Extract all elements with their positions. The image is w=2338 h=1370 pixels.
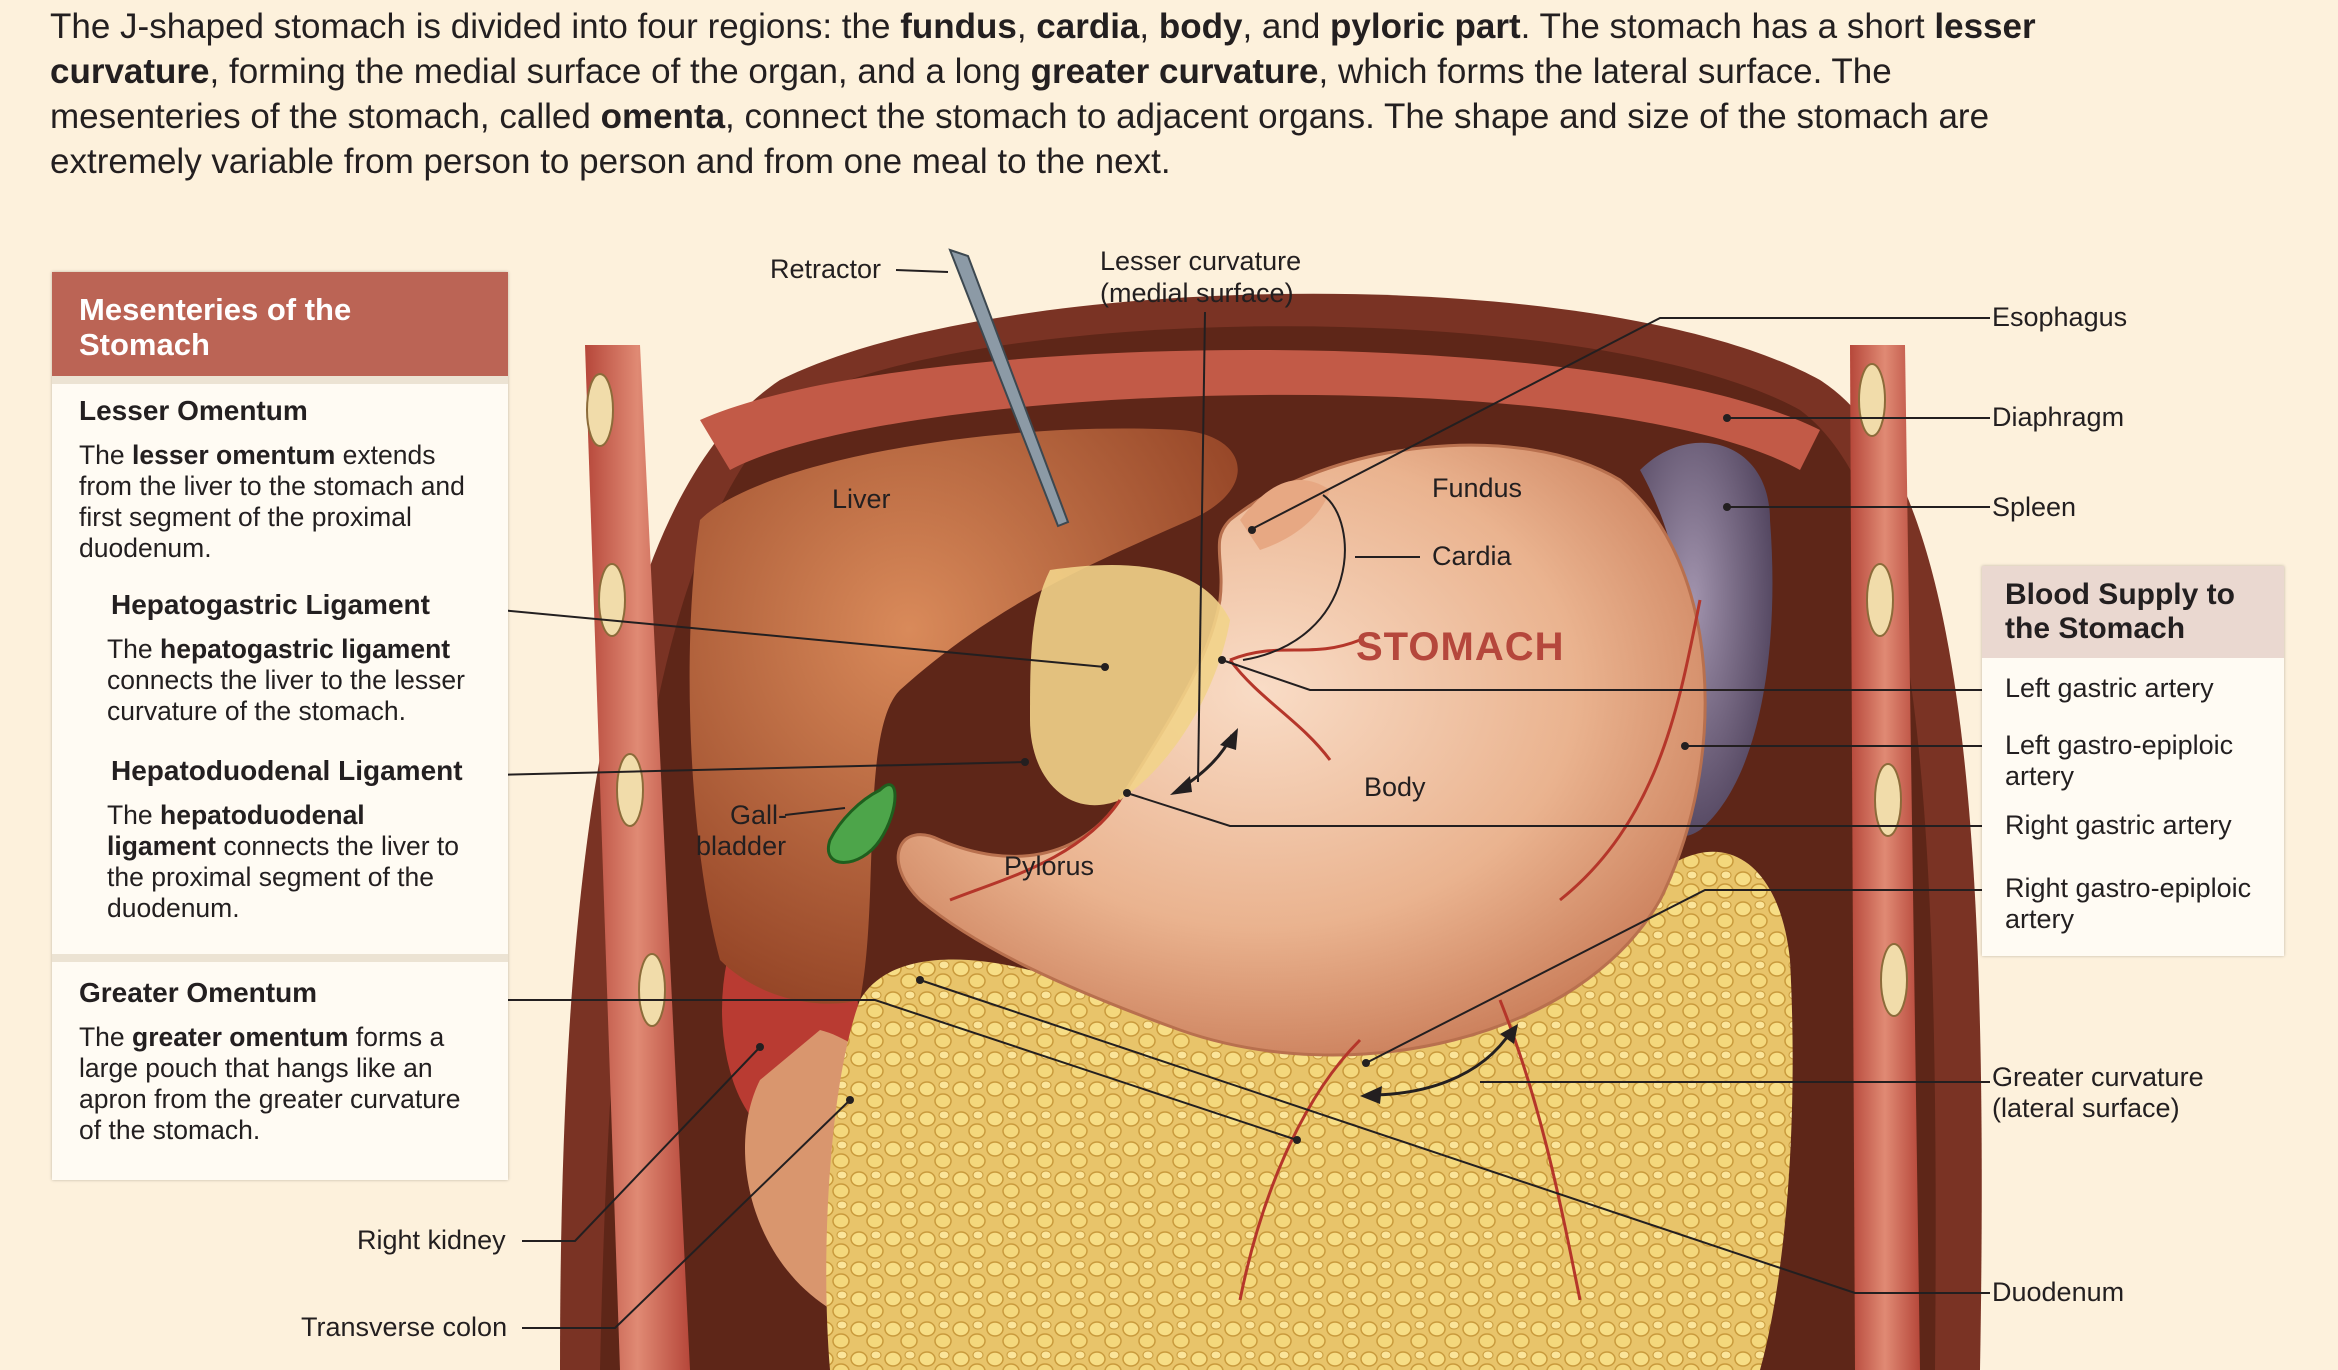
label-retractor: Retractor	[770, 254, 882, 284]
term-body: body	[1158, 7, 1243, 46]
blood-supply-panel: Blood Supply to the Stomach Left gastric…	[1982, 566, 2284, 956]
rib-sections	[586, 363, 1908, 1027]
label-liver: Liver	[832, 484, 891, 514]
term-greater-omentum: greater omentum	[132, 1022, 349, 1052]
blood-item-left-gastric: Left gastric artery	[2005, 673, 2214, 703]
cardia-bracket	[1242, 494, 1346, 661]
term-pyloric-part: pyloric part	[1330, 7, 1521, 46]
spleen	[1640, 442, 1773, 837]
text-span: connects the liver to the lesser curvatu…	[107, 665, 465, 726]
intro-text: , connect the stomach to adjacent organs…	[50, 97, 1990, 181]
text-span: The	[79, 1022, 133, 1052]
blood-item-right-gastric: Right gastric artery	[2005, 810, 2232, 840]
term-cardia: cardia	[1036, 7, 1140, 46]
lesser-omentum-section: Lesser Omentum The lesser omentum extend…	[52, 394, 508, 564]
label-esophagus: Esophagus	[1992, 302, 2128, 332]
esophagus	[1240, 480, 1330, 550]
term-hepatoduodenal-ligament: hepatoduodenal ligament	[107, 800, 365, 861]
right-abdominal-wall	[1850, 345, 1920, 1370]
label-fundus: Fundus	[1432, 473, 1523, 503]
hepatoduodenal-title: Hepatoduodenal Ligament	[111, 755, 463, 786]
intro-text: The J-shaped stomach is divided into fou…	[50, 7, 901, 46]
intro-text: . The stomach has a short	[1520, 7, 1935, 46]
term-lesser-omentum: lesser omentum	[132, 440, 336, 470]
label-gallbladder: Gall-	[730, 800, 788, 830]
label-stomach: STOMACH	[1356, 625, 1565, 669]
label-right-kidney: Right kidney	[357, 1225, 506, 1255]
hepatoduodenal-text: The hepatoduodenal ligament connects the…	[52, 800, 508, 924]
label-greater-curvature: Greater curvature	[1992, 1062, 2204, 1092]
label-duodenum: Duodenum	[1992, 1277, 2125, 1307]
term-fundus: fundus	[900, 7, 1017, 46]
lesser-omentum-title: Lesser Omentum	[79, 395, 308, 426]
label-gallbladder-sub: bladder	[696, 831, 787, 861]
label-spleen: Spleen	[1992, 492, 2077, 522]
text-span: forms a large pouch that hangs like an a…	[79, 1022, 461, 1145]
lesser-omentum	[1030, 565, 1230, 806]
text-span: connects the liver to the proximal segme…	[107, 831, 460, 923]
arrow-heads	[1170, 728, 1518, 1104]
intro-text: , which forms the lateral surface. The m…	[50, 52, 1892, 136]
label-body: Body	[1364, 772, 1426, 802]
term-lesser-curvature: lesser curvature	[50, 7, 2036, 91]
term-greater-curvature: greater curvature	[1030, 52, 1319, 91]
intro-text: ,	[1139, 7, 1159, 46]
hepatoduodenal-section: Hepatoduodenal Ligament The hepatoduoden…	[52, 754, 508, 924]
mesenteries-panel: Mesenteries of the Stomach Lesser Omentu…	[52, 272, 508, 1180]
intro-text: , forming the medial surface of the orga…	[209, 52, 1031, 91]
text-span: The	[107, 800, 161, 830]
label-cardia: Cardia	[1432, 541, 1512, 571]
divider	[52, 376, 508, 384]
label-transverse-colon: Transverse colon	[301, 1312, 508, 1342]
blood-item-right-gastro-epiploic: Right gastro-epiploic artery	[2005, 873, 2252, 934]
hepatogastric-text: The hepatogastric ligament connects the …	[52, 634, 508, 727]
text-span: extends from the liver to the stomach an…	[79, 440, 465, 563]
term-hepatogastric-ligament: hepatogastric ligament	[160, 634, 451, 664]
mesenteries-panel-title: Mesenteries of the Stomach	[52, 272, 508, 376]
divider	[52, 954, 508, 962]
lesser-omentum-text: The lesser omentum extends from the live…	[52, 440, 508, 564]
leader-lines	[487, 269, 2005, 1329]
liver	[689, 428, 1238, 1004]
greater-omentum-title: Greater Omentum	[79, 977, 318, 1008]
blood-vessels	[949, 599, 1702, 1301]
gallbladder	[826, 783, 897, 864]
label-greater-curvature-sub: (lateral surface)	[1992, 1093, 2180, 1123]
label-pylorus: Pylorus	[1004, 851, 1095, 881]
greater-omentum-text: The greater omentum forms a large pouch …	[52, 1022, 508, 1146]
text-span: The	[79, 440, 133, 470]
intro-text: , and	[1242, 7, 1331, 46]
intro-text: ,	[1016, 7, 1037, 46]
blood-item-left-gastro-epiploic: Left gastro-epiploic artery	[2005, 730, 2234, 791]
leader-dots	[756, 414, 1731, 1144]
retractor	[948, 248, 1070, 528]
term-omenta: omenta	[600, 97, 726, 136]
label-lesser-curvature-sub: (medial surface)	[1100, 278, 1294, 308]
hepatogastric-section: Hepatogastric Ligament The hepatogastric…	[52, 588, 508, 727]
label-diaphragm: Diaphragm	[1992, 402, 2125, 432]
label-lesser-curvature: Lesser curvature	[1100, 246, 1302, 276]
blood-supply-title: Blood Supply to the Stomach	[1982, 566, 2284, 658]
text-span: The	[107, 634, 161, 664]
intro-paragraph: The J-shaped stomach is divided into fou…	[50, 4, 2050, 184]
hepatogastric-title: Hepatogastric Ligament	[111, 589, 430, 620]
greater-omentum-section: Greater Omentum The greater omentum form…	[52, 976, 508, 1146]
